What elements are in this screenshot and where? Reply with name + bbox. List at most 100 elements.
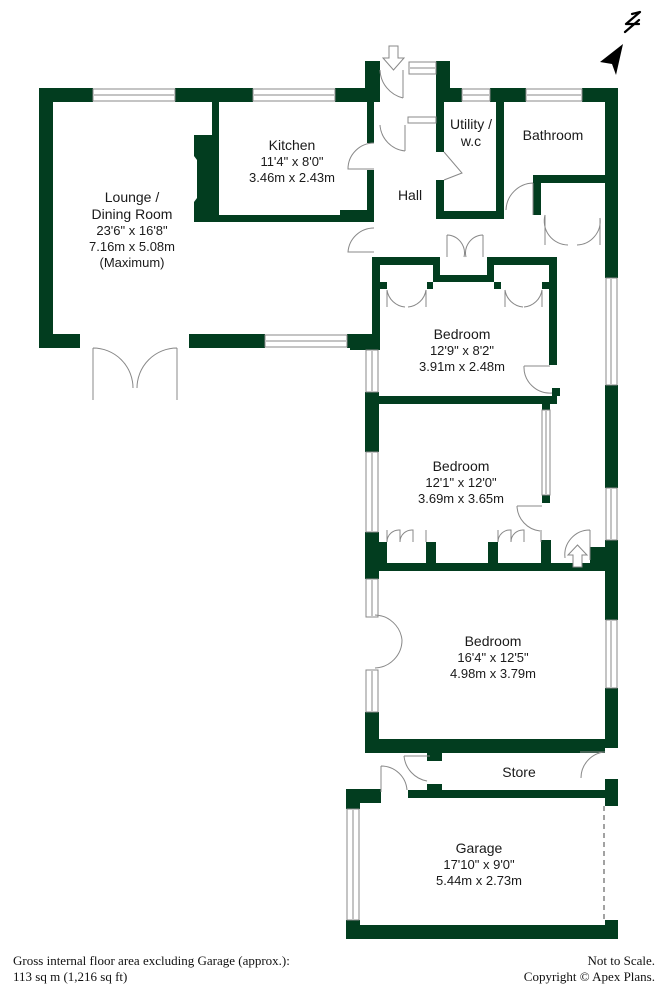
wall [549, 257, 557, 365]
door-swing[interactable] [543, 214, 601, 246]
room-name: Utility / [450, 116, 492, 132]
room-dimensions-metric: 3.91m x 2.48m [419, 359, 505, 374]
window [365, 669, 379, 713]
wall [340, 210, 374, 217]
door-swing[interactable] [564, 529, 591, 560]
door-swing[interactable] [379, 124, 406, 152]
room-dimensions-metric: 7.16m x 5.08m [89, 239, 175, 254]
wall [605, 688, 618, 748]
door-swing[interactable] [92, 347, 178, 400]
room-dimensions-imperial: 12'9" x 8'2" [429, 343, 495, 358]
wall [379, 542, 387, 563]
wall [365, 739, 605, 753]
room-label-bathroom: Bathroom [523, 127, 584, 144]
north-arrow-icon [600, 44, 623, 75]
door-swing[interactable] [386, 529, 427, 543]
room-label-lounge: Lounge / Dining Room 23'6" x 16'8" 7.16m… [89, 189, 175, 271]
wall [542, 495, 550, 503]
door-swing[interactable] [347, 142, 375, 170]
wall [427, 282, 433, 289]
room-label-hall: Hall [398, 187, 422, 204]
door-swing[interactable] [403, 755, 430, 782]
wall [542, 282, 549, 289]
wall [350, 336, 380, 350]
window [605, 487, 618, 541]
room-name: Bedroom [432, 458, 490, 474]
wall [427, 753, 442, 761]
door-swing[interactable] [580, 751, 606, 779]
window [365, 349, 379, 393]
window [252, 88, 336, 102]
room-name: Hall [397, 187, 423, 203]
door-swing[interactable] [374, 614, 403, 669]
wall [436, 88, 462, 102]
wall [365, 392, 379, 452]
windows [92, 61, 618, 921]
door-swing[interactable] [380, 765, 408, 792]
wall [433, 275, 494, 282]
door-swing[interactable] [386, 289, 427, 308]
wall [367, 102, 374, 143]
door-swing[interactable] [505, 182, 534, 215]
room-dimensions-metric: 5.44m x 2.73m [436, 873, 522, 888]
room-name: Lounge / [104, 189, 160, 205]
wall [533, 175, 541, 215]
scale-note: Not to Scale. [587, 953, 655, 968]
wall [496, 102, 504, 219]
wall [39, 334, 80, 348]
door-swing[interactable] [443, 151, 463, 181]
floor-area-value: 113 sq m (1,216 sq ft) [13, 969, 128, 984]
room-dimensions-imperial: 16'4" x 12'5" [457, 650, 529, 665]
wall [436, 102, 444, 152]
door-swing[interactable] [523, 365, 553, 394]
room-label-garage: Garage 17'10" x 9'0" 5.44m x 2.73m [436, 840, 522, 889]
room-name: Bathroom [522, 127, 584, 143]
room-label-bedroom-1: Bedroom 12'9" x 8'2" 3.91m x 2.48m [419, 326, 505, 375]
wall [433, 257, 440, 279]
wall [365, 396, 557, 404]
room-name: w.c [460, 133, 482, 149]
wall [541, 540, 551, 563]
north-letter-icon [623, 10, 642, 34]
wall [39, 88, 53, 348]
door-swing[interactable] [446, 234, 484, 258]
wall [346, 789, 360, 809]
room-label-bedroom-2: Bedroom 12'1" x 12'0" 3.69m x 3.65m [418, 458, 504, 507]
room-dimensions-imperial: 17'10" x 9'0" [443, 857, 515, 872]
door-swing[interactable] [497, 529, 542, 543]
wall [380, 282, 387, 289]
wall [39, 88, 93, 102]
door-swing[interactable] [347, 227, 375, 253]
wall [533, 175, 605, 183]
wall [605, 540, 618, 620]
window [407, 116, 437, 124]
wall [605, 779, 618, 806]
floor-area-note: Gross internal floor area excluding Gara… [13, 953, 290, 985]
door-swing[interactable] [516, 505, 542, 532]
wall [552, 388, 560, 396]
wall [365, 532, 379, 572]
room-label-bedroom-3: Bedroom 16'4" x 12'5" 4.98m x 3.79m [450, 633, 536, 682]
wall [372, 257, 380, 347]
room-name: Store [502, 764, 536, 780]
door-swing[interactable] [379, 69, 404, 99]
window [525, 88, 583, 102]
wall [365, 563, 605, 571]
copyright-text: Copyright © Apex Plans. [523, 969, 655, 984]
window [605, 277, 618, 386]
side-entrance-arrow-icon [566, 544, 589, 568]
door-swing[interactable] [504, 289, 543, 308]
room-name: Bedroom [464, 633, 522, 649]
wall [436, 211, 502, 219]
wall [605, 920, 618, 939]
copyright-note: Not to Scale. Copyright © Apex Plans. [524, 953, 655, 985]
wall [365, 61, 380, 102]
room-name: Garage [455, 840, 503, 856]
room-dimensions-metric: 4.98m x 3.79m [450, 666, 536, 681]
entrance-arrows [381, 45, 589, 568]
wall [487, 257, 557, 265]
room-name: Dining Room [91, 206, 173, 222]
walls [39, 61, 618, 939]
wall [494, 282, 501, 289]
window [264, 334, 348, 348]
